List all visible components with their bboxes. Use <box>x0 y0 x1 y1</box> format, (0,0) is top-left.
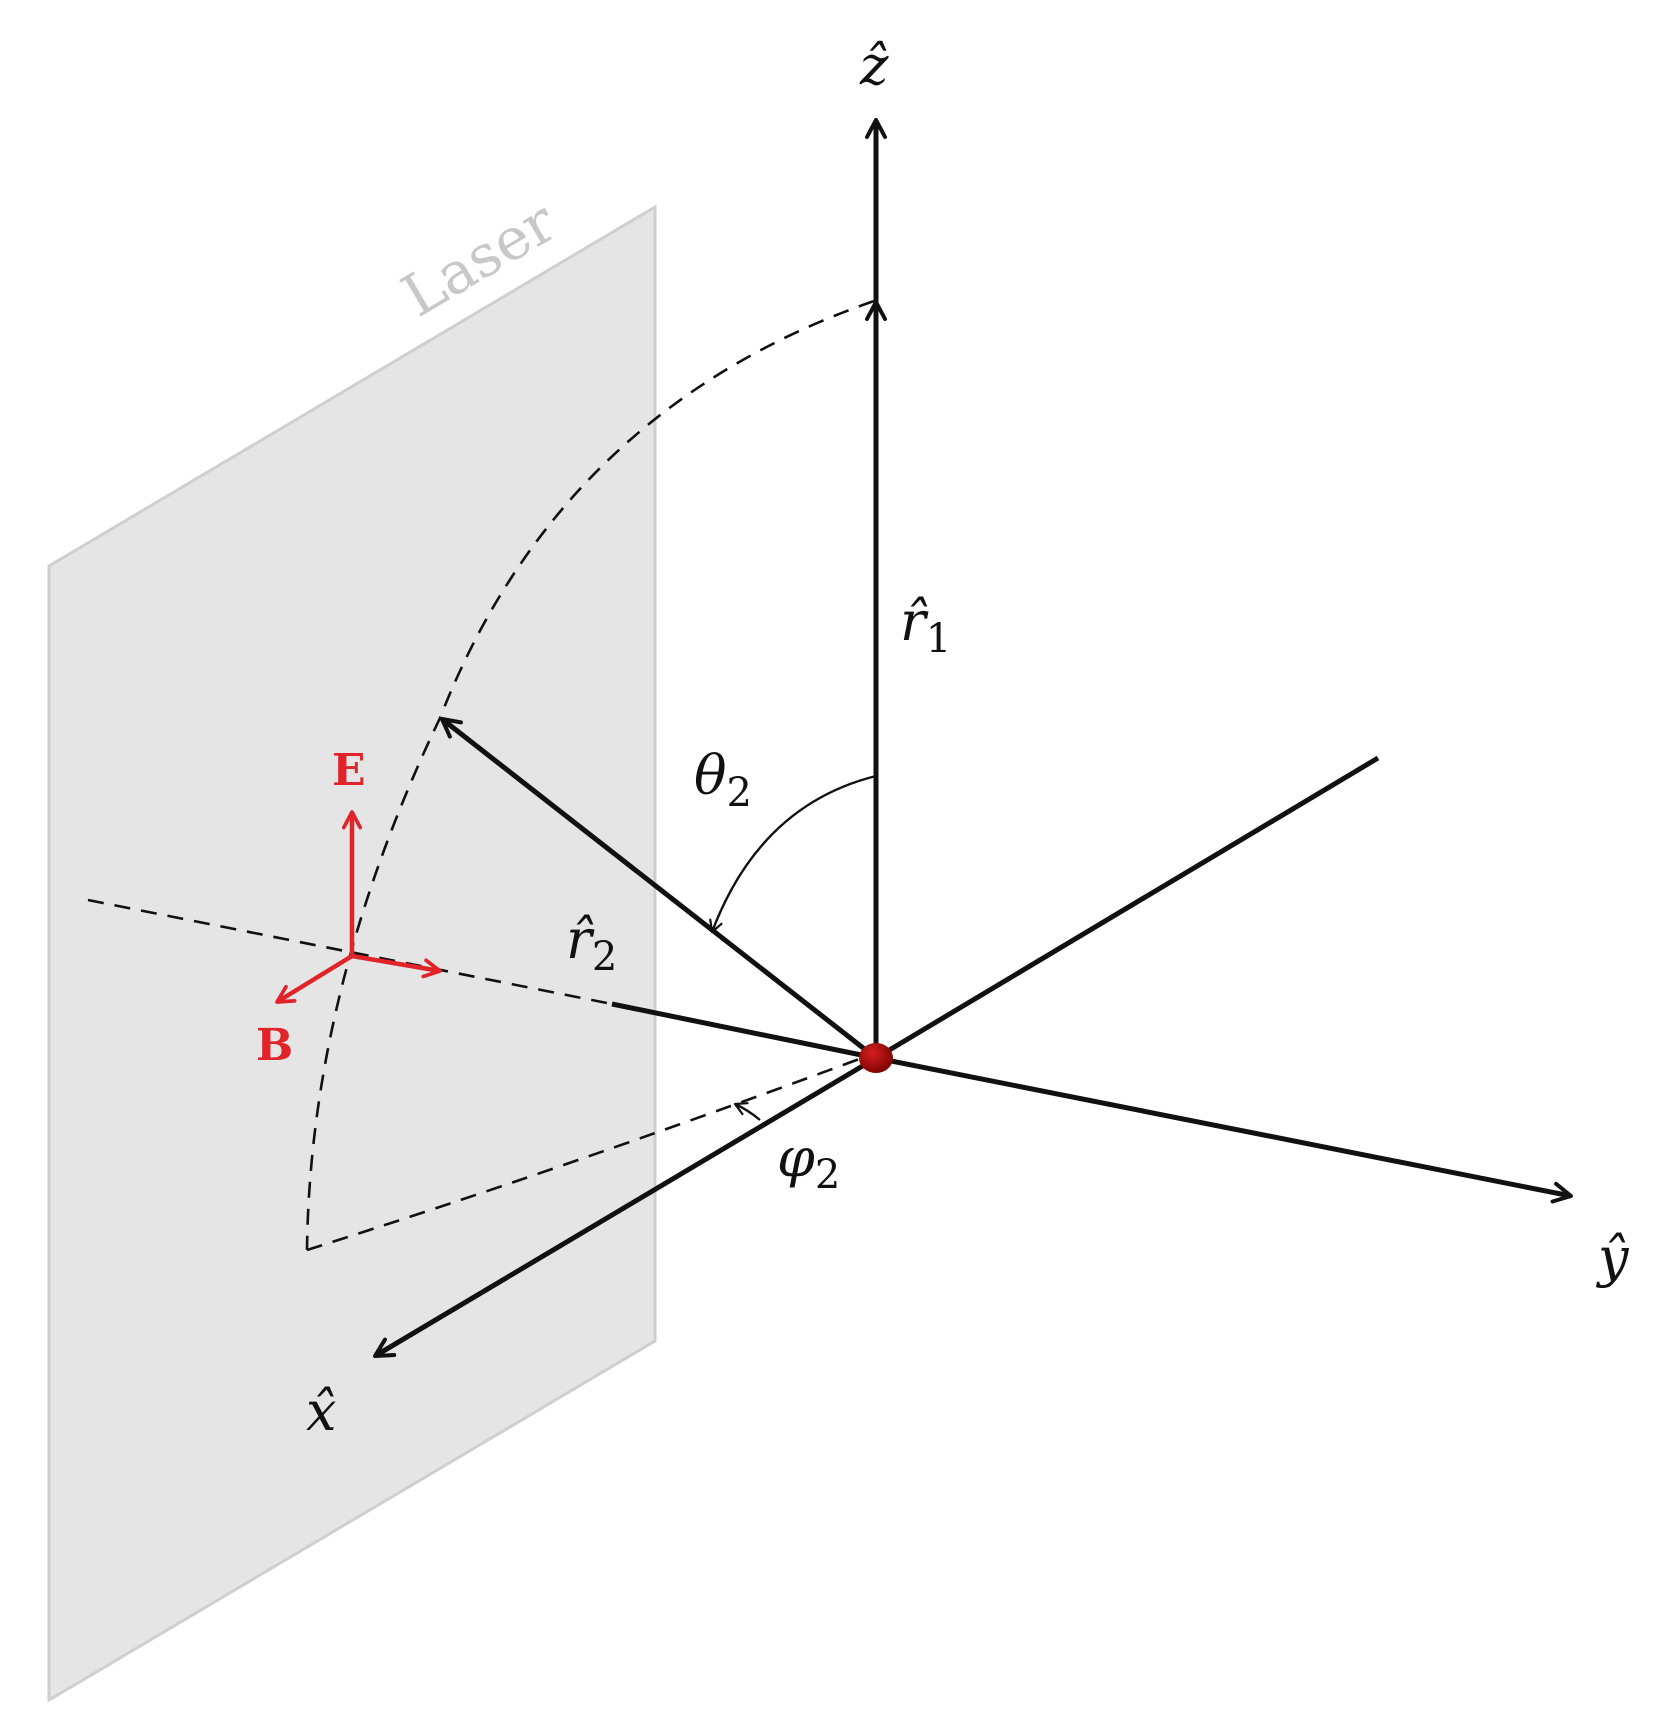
phi-label: φ2 <box>777 1126 840 1198</box>
z-axis-label: ẑ <box>859 34 889 97</box>
r2-label: r̂2 <box>566 908 617 980</box>
b-field-arrow <box>275 954 354 1004</box>
e-field-label: E <box>332 745 366 796</box>
origin-particle <box>859 1043 893 1073</box>
theta-angle-arc <box>709 774 877 934</box>
field-vectors <box>275 810 442 1004</box>
r1-label: r̂1 <box>900 590 951 662</box>
negative-y-axis <box>611 1001 877 1061</box>
beam-dashed-line <box>87 898 613 1006</box>
r2-vector <box>440 717 878 1060</box>
y-axis-label: ŷ <box>1596 1226 1630 1289</box>
negative-x-axis <box>874 755 1380 1061</box>
x-axis-label: x̂ <box>306 1380 336 1443</box>
k-propagation-arrow <box>351 953 442 979</box>
phi-equator-arc <box>306 1056 863 1252</box>
theta-label: θ2 <box>694 744 752 816</box>
y-axis <box>875 1055 1573 1204</box>
b-field-label: B <box>256 1020 293 1071</box>
phi-angle-arrow <box>733 1102 761 1121</box>
x-axis <box>373 1055 878 1359</box>
